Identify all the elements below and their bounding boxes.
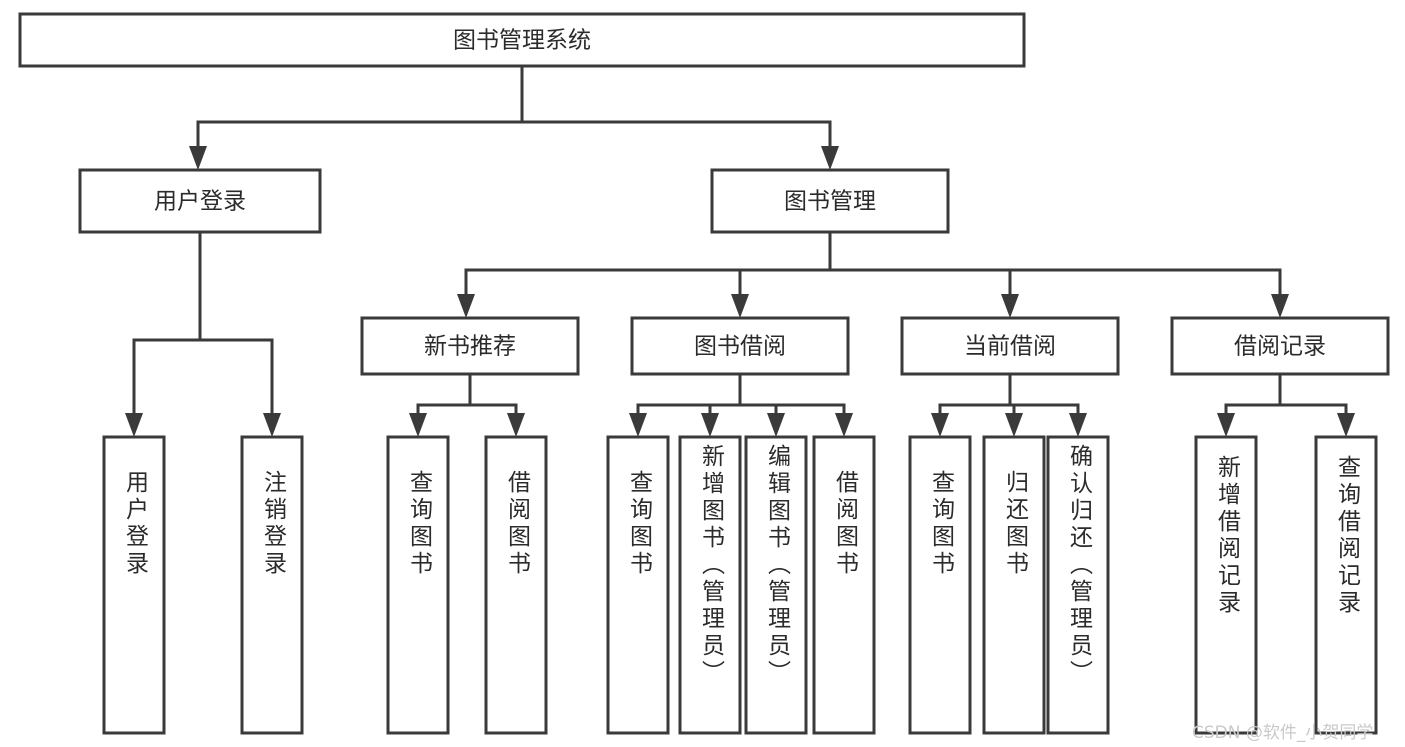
node-user-login[interactable]: 用户登录 bbox=[78, 168, 322, 234]
node-new-book-recommend-label: 新书推荐 bbox=[424, 334, 516, 360]
connector-group-book-management bbox=[457, 230, 1289, 318]
connector-group-user-login bbox=[125, 230, 281, 437]
leaf-box-add-book-admin[interactable] bbox=[678, 435, 742, 735]
node-book-management[interactable]: 图书管理 bbox=[710, 168, 950, 234]
node-borrow-record[interactable]: 借阅记录 bbox=[1170, 316, 1390, 376]
node-root-system-box bbox=[18, 12, 1026, 68]
leaf-box-confirm-return-admin[interactable] bbox=[1046, 435, 1110, 735]
node-new-book-recommend-box bbox=[360, 316, 580, 376]
leaf-box-add-borrow-record[interactable] bbox=[1194, 435, 1258, 735]
node-borrow-record-label: 借阅记录 bbox=[1234, 334, 1326, 360]
node-book-borrow-label: 图书借阅 bbox=[694, 334, 786, 360]
node-root-system[interactable]: 图书管理系统 bbox=[18, 12, 1026, 68]
node-user-login-box bbox=[78, 168, 322, 234]
node-current-borrow-label: 当前借阅 bbox=[964, 334, 1056, 360]
node-book-borrow-box bbox=[630, 316, 850, 376]
leaf-box-borrow-book-2[interactable] bbox=[812, 435, 876, 735]
node-book-management-box bbox=[710, 168, 950, 234]
connector-group-current-borrow bbox=[931, 372, 1087, 437]
leaf-box-query-book-2[interactable] bbox=[606, 435, 670, 735]
node-current-borrow[interactable]: 当前借阅 bbox=[900, 316, 1120, 376]
node-user-login-label: 用户登录 bbox=[154, 189, 246, 215]
leaf-box-query-book-3[interactable] bbox=[908, 435, 972, 735]
connector-group-root bbox=[189, 64, 839, 170]
node-new-book-recommend[interactable]: 新书推荐 bbox=[360, 316, 580, 376]
leaf-box-return-book[interactable] bbox=[982, 435, 1046, 735]
node-book-borrow[interactable]: 图书借阅 bbox=[630, 316, 850, 376]
connector-group-book-borrow bbox=[629, 372, 853, 437]
node-book-management-label: 图书管理 bbox=[784, 189, 876, 215]
leaf-box-query-borrow-record[interactable] bbox=[1314, 435, 1378, 735]
node-borrow-record-box bbox=[1170, 316, 1390, 376]
leaf-box-borrow-book-1[interactable] bbox=[484, 435, 548, 735]
node-root-system-label: 图书管理系统 bbox=[453, 28, 591, 54]
leaf-boxes bbox=[102, 435, 1378, 735]
node-current-borrow-box bbox=[900, 316, 1120, 376]
connector-group-borrow-record bbox=[1217, 372, 1355, 437]
leaf-box-edit-book-admin[interactable] bbox=[744, 435, 808, 735]
leaf-box-user-login[interactable] bbox=[102, 435, 166, 735]
leaf-box-query-book-1[interactable] bbox=[386, 435, 450, 735]
connector-group-new-book-recommend bbox=[409, 372, 525, 437]
leaf-box-logout[interactable] bbox=[240, 435, 304, 735]
